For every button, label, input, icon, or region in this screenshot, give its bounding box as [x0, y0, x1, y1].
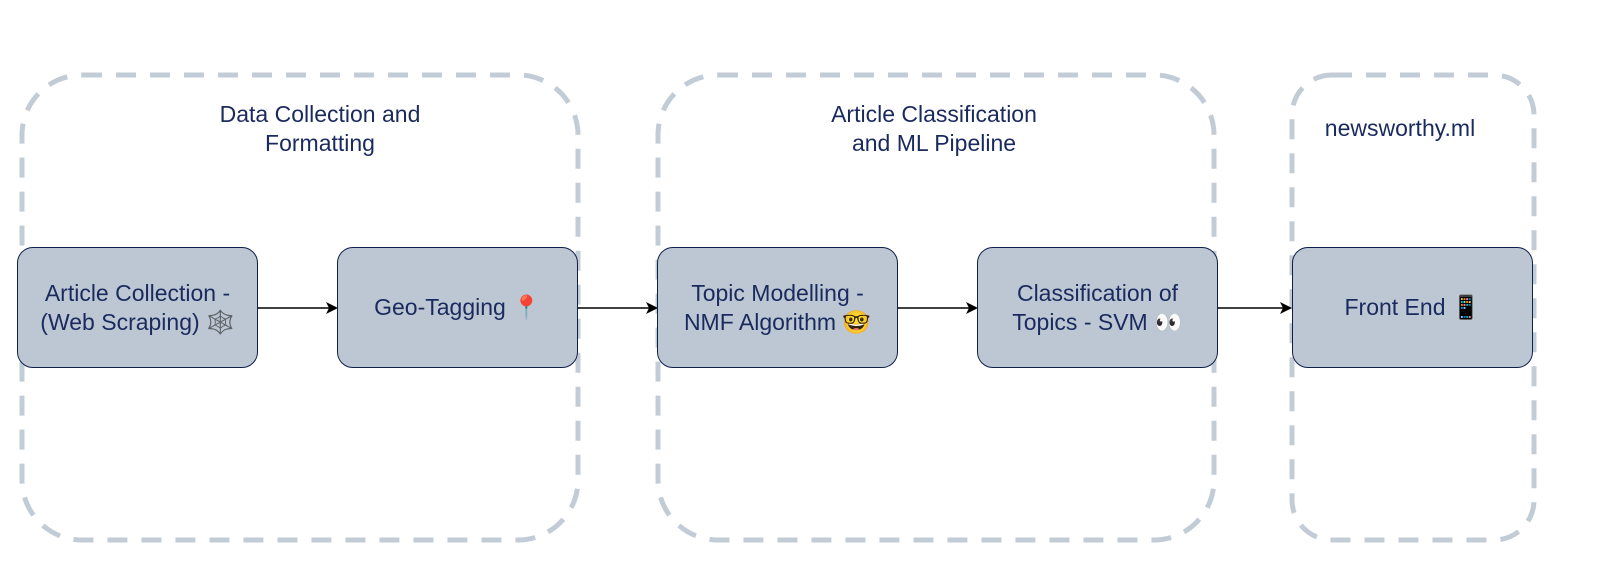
node-label-line: (Web Scraping) 🕸️: [40, 308, 235, 335]
group-title-newsworthy: newsworthy.ml: [1300, 114, 1500, 143]
node-label-line: Topics - SVM 👀: [1012, 308, 1183, 335]
group-title-line: Formatting: [265, 130, 375, 156]
node-geo-tagging[interactable]: Geo-Tagging 📍: [337, 247, 578, 368]
group-title-line: newsworthy.ml: [1324, 115, 1476, 141]
node-label-line: Article Collection -: [44, 279, 231, 306]
node-label-line: Classification of: [1016, 279, 1179, 306]
group-title-line: and ML Pipeline: [851, 130, 1017, 156]
group-title-data-collection: Data Collection and Formatting: [170, 100, 470, 158]
node-label-line: Topic Modelling -: [691, 279, 864, 306]
node-classification-svm[interactable]: Classification of Topics - SVM 👀: [977, 247, 1218, 368]
node-article-collection[interactable]: Article Collection - (Web Scraping) 🕸️: [17, 247, 258, 368]
node-topic-modelling[interactable]: Topic Modelling - NMF Algorithm 🤓: [657, 247, 898, 368]
node-label-line: Front End 📱: [1344, 294, 1481, 320]
node-label-line: Geo-Tagging 📍: [374, 294, 541, 320]
node-front-end[interactable]: Front End 📱: [1292, 247, 1533, 368]
group-title-line: Article Classification: [831, 101, 1037, 127]
group-title-classification: Article Classification and ML Pipeline: [784, 100, 1084, 158]
group-title-line: Data Collection and: [219, 101, 421, 127]
node-label-line: NMF Algorithm 🤓: [683, 308, 872, 335]
